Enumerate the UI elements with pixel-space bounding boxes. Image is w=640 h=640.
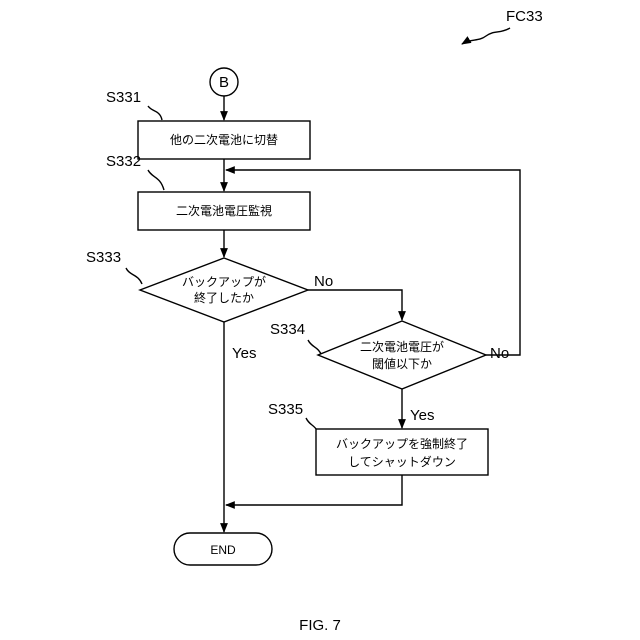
decision-diamond-s334: [318, 321, 486, 389]
decision-diamond-s333: [140, 258, 308, 322]
branch-label-s334-yes: Yes: [410, 407, 434, 424]
figure-caption: FIG. 7: [299, 617, 341, 634]
leader-s333: [126, 268, 142, 284]
leader-s332: [148, 170, 164, 190]
leader-s331: [148, 106, 162, 120]
branch-label-s333-yes: Yes: [232, 345, 256, 362]
process-text-s335-line2: してシャットダウン: [348, 454, 456, 469]
process-text-s331: 他の二次電池に切替: [170, 133, 278, 147]
step-id-s335: S335: [268, 401, 303, 418]
branch-label-s334-no: No: [490, 345, 509, 362]
connector-b-label: B: [219, 74, 229, 91]
step-id-s331: S331: [106, 89, 141, 106]
figure-id-label: FC33: [506, 8, 543, 25]
process-text-s335-line1: バックアップを強制終了: [336, 436, 468, 451]
decision-text-s333-line2: 終了したか: [194, 290, 254, 305]
step-id-s334: S334: [270, 321, 305, 338]
step-id-s333: S333: [86, 249, 121, 266]
branch-label-s333-no: No: [314, 273, 333, 290]
end-label: END: [210, 543, 236, 557]
decision-text-s334-line2: 閾値以下か: [372, 356, 432, 371]
process-text-s332: 二次電池電圧監視: [176, 203, 272, 218]
decision-text-s334-line1: 二次電池電圧が: [360, 339, 444, 354]
arrow-s335-to-merge: [226, 475, 402, 505]
figure-id-leader: [462, 28, 510, 44]
arrow-s333-no: [308, 290, 402, 320]
step-id-s332: S332: [106, 153, 141, 170]
decision-text-s333-line1: バックアップが: [182, 274, 266, 289]
